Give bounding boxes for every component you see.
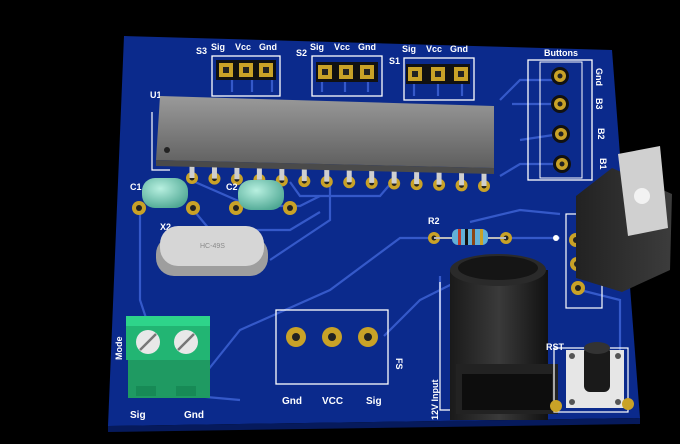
fs-pin-vcc: VCC	[322, 396, 343, 407]
u1-chip-side	[156, 160, 494, 174]
fs-pin-sig: Sig	[366, 396, 382, 407]
mode-label: Mode	[114, 337, 124, 361]
mode-pin-sig: Sig	[130, 410, 146, 421]
u1-leg	[414, 168, 420, 185]
s3-pin-sig: Sig	[211, 42, 225, 52]
fs-outline	[275, 309, 389, 385]
u1-leg	[436, 168, 442, 185]
u1-chip-body	[156, 96, 494, 168]
r2-ref: R2	[428, 216, 440, 226]
power-jack-silk	[439, 282, 452, 411]
u1-leg	[189, 162, 195, 178]
u1-leg	[256, 163, 262, 180]
s3-ref: S3	[196, 46, 207, 56]
c1-ref: C1	[130, 182, 142, 192]
buttons-title: Buttons	[544, 48, 578, 58]
x2-marking: HC-49S	[200, 243, 225, 250]
s1-pin-sig: Sig	[402, 44, 416, 54]
u1-leg	[346, 166, 352, 183]
u1-leg	[391, 167, 397, 184]
buttons-pin-b2: B2	[596, 128, 606, 140]
regulator	[565, 146, 672, 309]
u1-pin1-dot	[164, 147, 170, 153]
x2-crystal: HC-49S	[156, 226, 268, 276]
s3-pin-gnd: Gnd	[259, 42, 277, 52]
s3-outline	[211, 55, 281, 97]
x2-ref: X2	[160, 222, 171, 232]
u1-leg	[211, 162, 217, 179]
reset-button	[550, 342, 634, 413]
s3-pins	[216, 60, 276, 80]
fs-ref: FS	[394, 358, 404, 370]
buttons-outline	[527, 59, 593, 181]
buttons-pins	[551, 67, 571, 173]
mode-terminal-block	[126, 316, 210, 398]
s1-ref: S1	[389, 56, 400, 66]
s2-pin-gnd: Gnd	[358, 42, 376, 52]
s1-pins	[406, 64, 470, 84]
u1-leg	[459, 169, 465, 186]
c2-capacitor	[229, 180, 297, 215]
s1-pin-vcc: Vcc	[426, 44, 442, 54]
u1-leg	[279, 164, 285, 181]
power-jack-label: 12V Input	[430, 379, 440, 420]
u1-leg	[481, 170, 487, 186]
s2-ref: S2	[296, 48, 307, 58]
c1-capacitor	[132, 178, 200, 215]
s2-outline	[311, 55, 383, 97]
via-dot	[553, 235, 559, 241]
c2-ref: C2	[226, 182, 238, 192]
s2-pin-sig: Sig	[310, 42, 324, 52]
s2-pin-vcc: Vcc	[334, 42, 350, 52]
u1-leg	[324, 165, 330, 182]
buttons-inner-outline	[539, 61, 583, 179]
s2-pins	[316, 62, 378, 82]
s1-pin-gnd: Gnd	[450, 44, 468, 54]
reset-label: RST	[546, 342, 565, 352]
u1-leg	[369, 166, 375, 183]
u1-ref: U1	[150, 90, 162, 100]
u1-leg	[234, 163, 240, 180]
r2-resistor	[428, 229, 512, 245]
pcb-board-edge	[108, 418, 640, 432]
buttons-pin-gnd: Gnd	[594, 68, 604, 86]
u1-silk	[151, 112, 170, 171]
buttons-pin-b1: B1	[598, 158, 608, 170]
buttons-pin-b3: B3	[594, 98, 604, 110]
fs-pin-gnd: Gnd	[282, 396, 302, 407]
fs-pins	[286, 327, 378, 347]
u1-leg	[301, 165, 307, 182]
mode-pin-gnd: Gnd	[184, 410, 204, 421]
s3-pin-vcc: Vcc	[235, 42, 251, 52]
s1-outline	[403, 57, 475, 101]
power-jack	[450, 254, 558, 420]
